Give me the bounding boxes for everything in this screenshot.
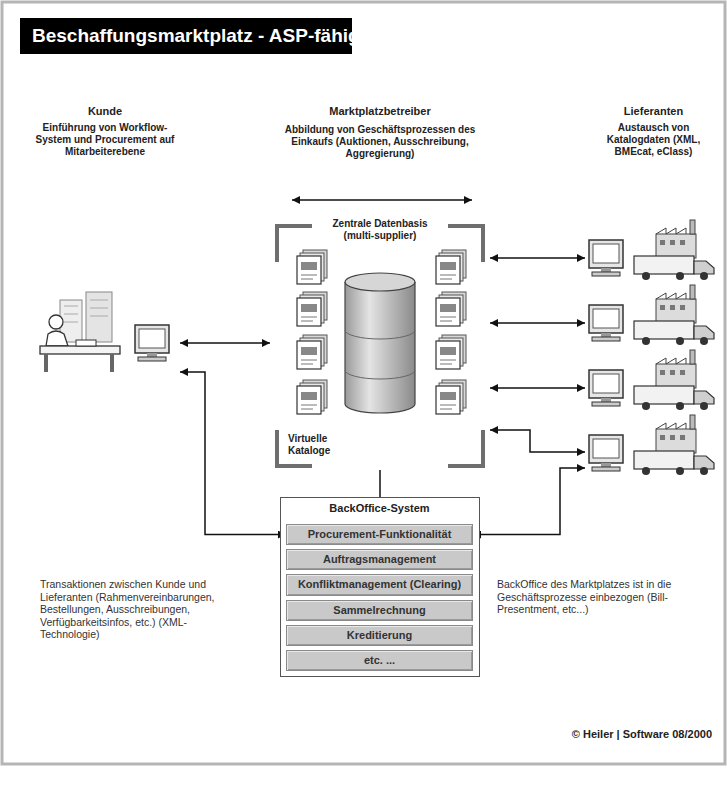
supplier-plant — [634, 415, 714, 475]
note-label: Transaktionen zwischen Kunde und Liefera… — [40, 578, 220, 641]
function-item: Auftragsmanagement — [286, 549, 473, 570]
connector — [180, 342, 270, 344]
function-item: Kreditierung — [286, 625, 473, 646]
connector — [180, 372, 286, 535]
catalog-icon — [297, 292, 327, 326]
process-arrow — [292, 199, 472, 201]
function-item: Konfliktmanagement (Clearing) — [286, 574, 473, 595]
item-text: etc. ... — [291, 654, 468, 667]
note-label: BackOffice des Marktplatzes ist in die G… — [497, 578, 707, 616]
supplier-computer — [589, 370, 623, 406]
connector — [473, 468, 585, 535]
node-text: Austausch von Katalogdaten (XML, BMEcat,… — [589, 122, 718, 158]
customer-computer — [135, 325, 169, 361]
connector — [490, 257, 585, 259]
item-text: Kreditierung — [291, 629, 468, 642]
connector — [490, 322, 585, 324]
catalog-icon — [436, 380, 466, 414]
note-label: © Heiler | Software 08/2000 — [480, 728, 712, 741]
node-text: Virtuelle Kataloge — [288, 433, 366, 457]
customer-group: KundeEinführung von Workflow-System und … — [30, 100, 180, 380]
catalog-icon — [436, 335, 466, 369]
item-text: Auftragsmanagement — [291, 553, 468, 566]
customer-office — [40, 292, 120, 372]
note-label: Abbildung von Geschäftsprozessen des Ein… — [282, 124, 478, 160]
database-cylinder — [345, 273, 415, 413]
title: Beschaffungsmarktplatz - ASP-fähig — [32, 18, 360, 54]
database-frame: Zentrale Datenbasis (multi-supplier) Virt… — [270, 215, 490, 470]
connector — [490, 387, 585, 389]
function-item: Procurement-Funktionalität — [286, 524, 473, 545]
supplier-group: LieferantenAustausch von Katalogdaten (X… — [585, 100, 722, 500]
frame-bracket — [448, 430, 483, 466]
node-heading: Zentrale Datenbasis (multi-supplier) — [325, 218, 435, 242]
supplier-plant — [634, 220, 714, 280]
connector — [490, 430, 585, 452]
supplier-computer — [589, 305, 623, 341]
supplier-computer — [589, 240, 623, 276]
note-label: Marktplatzbetreiber — [285, 105, 475, 118]
supplier-plant — [634, 285, 714, 345]
backoffice-box: BackOffice-SystemProcurement-Funktionali… — [280, 497, 480, 677]
catalog-icon — [436, 292, 466, 326]
supplier-plant — [634, 350, 714, 410]
catalog-icon — [297, 335, 327, 369]
catalog-icon — [297, 380, 327, 414]
node-heading: BackOffice-System — [281, 502, 478, 515]
connector — [379, 470, 381, 497]
item-text: Sammelrechnung — [291, 604, 468, 617]
function-item: etc. ... — [286, 650, 473, 671]
supplier-computer — [589, 435, 623, 471]
node-heading: Lieferanten — [585, 105, 722, 118]
node-heading: Kunde — [30, 105, 180, 118]
title-bar: Beschaffungsmarktplatz - ASP-fähig — [20, 18, 352, 54]
catalog-icon — [436, 250, 466, 284]
item-text: Konfliktmanagement (Clearing) — [291, 578, 468, 591]
page-frame — [2, 2, 725, 764]
item-text: Procurement-Funktionalität — [291, 528, 468, 541]
catalog-icon — [297, 250, 327, 284]
node-text: Einführung von Workflow-System und Procu… — [35, 122, 175, 158]
function-item: Sammelrechnung — [286, 600, 473, 621]
